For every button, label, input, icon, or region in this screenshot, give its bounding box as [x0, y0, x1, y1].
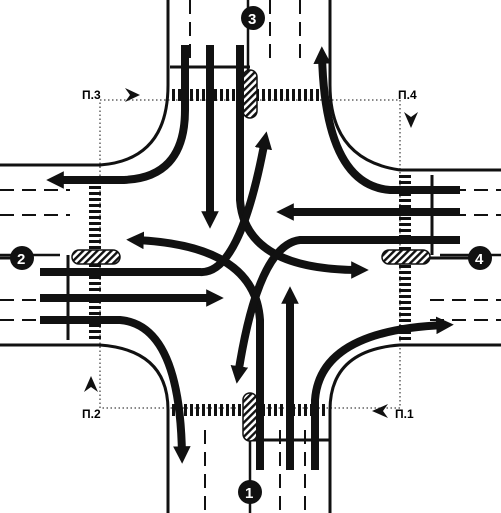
stop-lines [66, 65, 434, 442]
approach-badge-2: 2 [0, 246, 34, 270]
eye-arrow-icon [404, 112, 418, 128]
flow-south-left [126, 231, 264, 470]
island-north [242, 69, 258, 119]
traffic-flows [40, 45, 460, 470]
flow-east-left [230, 236, 460, 384]
approach-badge-1: 1 [238, 480, 262, 504]
flow-east-right [313, 46, 460, 194]
flow-south-right [311, 316, 454, 470]
flow-north-right [46, 45, 189, 189]
post-label-4: П.4 [398, 88, 417, 102]
svg-text:1: 1 [245, 485, 253, 502]
eye-arrow-icon [84, 376, 98, 392]
viewer-markers [84, 88, 418, 418]
post-frame [99, 99, 401, 409]
island-east [381, 249, 431, 265]
svg-text:4: 4 [475, 251, 484, 268]
post-label-3: П.3 [82, 88, 101, 102]
flow-west-right [40, 316, 191, 464]
flow-north-left [236, 45, 369, 279]
approach-badge-4: 4 [430, 246, 492, 270]
island-south [242, 392, 258, 442]
safety-islands [71, 69, 431, 442]
svg-text:2: 2 [17, 251, 25, 268]
post-label-2: П.2 [82, 407, 101, 421]
svg-text:3: 3 [248, 11, 256, 28]
post-label-1: П.1 [395, 407, 414, 421]
eye-arrow-icon [372, 404, 388, 418]
flow-west-left [40, 131, 273, 276]
eye-arrow-icon [125, 88, 140, 102]
approach-badge-3: 3 [241, 6, 265, 30]
island-west [71, 249, 121, 265]
